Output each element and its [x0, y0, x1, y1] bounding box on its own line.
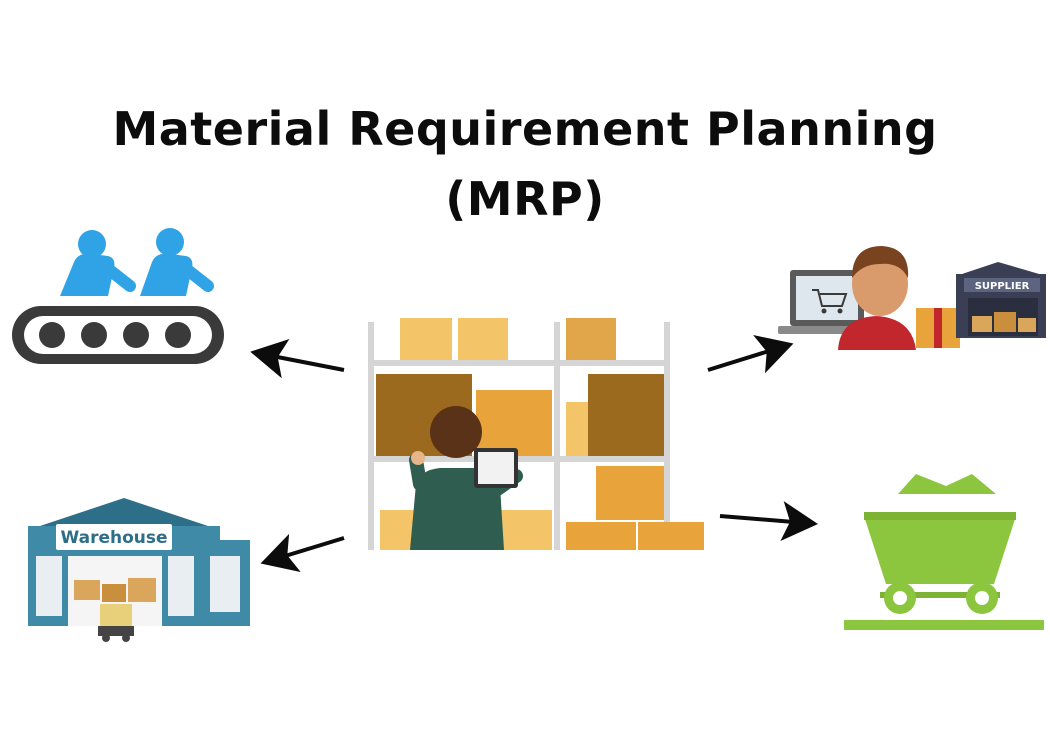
warehouse-building-icon: Warehouse [28, 498, 250, 642]
arrow-to-supplier [707, 335, 794, 374]
title-line-1: Material Requirement Planning [112, 102, 938, 156]
title-line-2: (MRP) [445, 172, 605, 226]
arrow-to-warehouse [260, 533, 345, 573]
warehouse-label: Warehouse [60, 528, 167, 548]
arrow-to-production [250, 338, 345, 379]
conveyor-belt-workers-icon [12, 228, 224, 364]
diagram-title: Material Requirement Planning (MRP) [0, 100, 1050, 228]
warehouse-worker-with-tablet-icon [368, 318, 704, 550]
mine-cart-icon [844, 474, 1044, 630]
supplier-label: SUPPLIER [975, 281, 1030, 292]
arrow-to-inventory [719, 501, 818, 541]
online-supplier-shopping-icon: SUPPLIER [778, 246, 1046, 350]
